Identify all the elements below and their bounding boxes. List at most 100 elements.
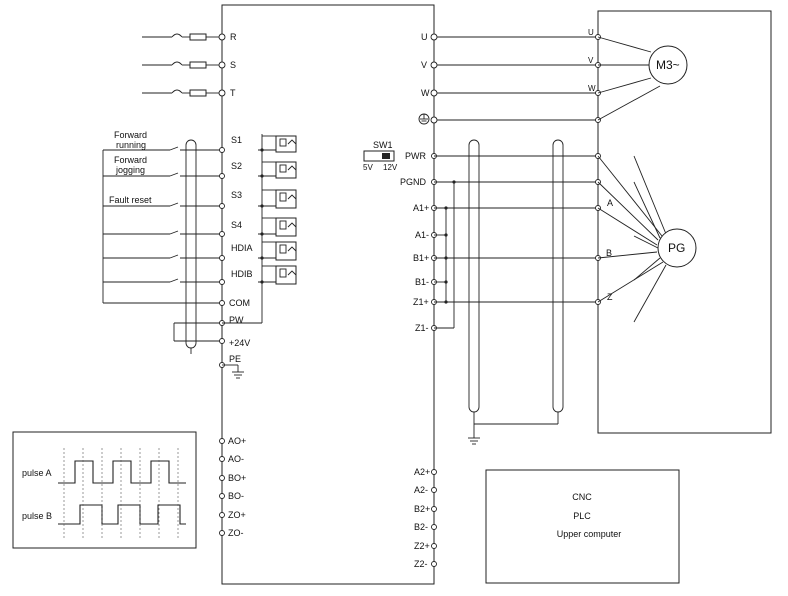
label-s: S — [230, 60, 236, 70]
motor-phase-u: U — [588, 28, 594, 37]
motor-phase-v: V — [588, 56, 594, 65]
terminal-s1 — [219, 147, 225, 153]
optocoupler-s1 — [258, 135, 297, 153]
terminal-bo-minus — [219, 493, 225, 499]
label-z1-minus: Z1- — [415, 323, 429, 333]
digital-input-terminals: S1 S2 S3 S4 HDIA HDIB COM PW +24V PE — [219, 135, 253, 379]
optocoupler-s2 — [258, 161, 297, 179]
motor-symbol — [648, 45, 688, 85]
label-forward-running-2: running — [116, 140, 146, 150]
terminal-bo-plus — [219, 475, 225, 481]
terminal-s2 — [219, 173, 225, 179]
label-b1-minus: B1- — [415, 277, 429, 287]
terminal-ground — [430, 116, 438, 124]
terminal-w — [430, 89, 438, 97]
label-s3: S3 — [231, 190, 242, 200]
label-z1-plus: Z1+ — [413, 297, 429, 307]
power-input-group: R S T — [142, 32, 237, 98]
label-bo-minus: BO- — [228, 491, 244, 501]
optocoupler-group — [222, 134, 297, 324]
pulse-chart-frame — [12, 431, 197, 549]
label-z2-plus: Z2+ — [414, 541, 430, 551]
inverter-box — [221, 4, 435, 585]
label-24v: +24V — [229, 338, 250, 348]
terminal-zo-plus — [219, 512, 225, 518]
label-b2-plus: B2+ — [414, 504, 430, 514]
pg-output-terminals: A2+ A2- B2+ B2- Z2+ Z2- — [414, 467, 437, 569]
pg-shield-cable-2 — [552, 139, 564, 413]
terminal-hdib — [219, 279, 225, 285]
switch-slider — [382, 153, 390, 159]
terminal-v — [430, 61, 438, 69]
controller-plc: PLC — [573, 511, 591, 521]
label-a2-minus: A2- — [414, 485, 428, 495]
label-fault-reset: Fault reset — [109, 195, 152, 205]
optocoupler-s3 — [258, 189, 297, 209]
terminal-24v — [219, 338, 225, 344]
label-u: U — [421, 32, 428, 42]
terminal-u — [430, 33, 438, 41]
switch-body — [363, 150, 395, 162]
controller-frame — [485, 469, 680, 584]
ground-icon — [418, 113, 430, 125]
motor-phase-w: W — [588, 84, 596, 93]
label-pw: PW — [229, 315, 244, 325]
terminal-a2-minus — [431, 487, 437, 493]
power-line-s — [142, 61, 222, 69]
label-b1-plus: B1+ — [413, 253, 429, 263]
power-line-t — [142, 89, 222, 97]
label-w: W — [421, 88, 430, 98]
label-a2-plus: A2+ — [414, 467, 430, 477]
analog-output-terminals: AO+ AO- BO+ BO- ZO+ ZO- — [219, 436, 246, 538]
label-pwr: PWR — [405, 151, 426, 161]
label-r: R — [230, 32, 237, 42]
label-s2: S2 — [231, 161, 242, 171]
motor-label: M3~ — [656, 58, 680, 72]
optocoupler-s4 — [258, 217, 297, 237]
label-pulse-a: pulse A — [22, 468, 52, 478]
label-hdib: HDIB — [231, 269, 253, 279]
terminal-s — [218, 61, 226, 69]
terminal-ao-minus — [219, 456, 225, 462]
terminal-t — [218, 89, 226, 97]
terminal-a2-plus — [431, 469, 437, 475]
label-sw1: SW1 — [373, 140, 393, 150]
label-pe: PE — [229, 354, 241, 364]
encoder-signal-b: B — [606, 248, 612, 258]
label-5v: 5V — [363, 163, 373, 172]
motor-connections: U V W M3~ — [588, 28, 688, 123]
label-12v: 12V — [383, 163, 398, 172]
label-v: V — [421, 60, 427, 70]
optocoupler-hdia — [258, 241, 297, 261]
label-zo-plus: ZO+ — [228, 510, 246, 520]
label-b2-minus: B2- — [414, 522, 428, 532]
power-line-r — [142, 33, 222, 41]
optocoupler-hdib — [258, 265, 297, 285]
label-ao-minus: AO- — [228, 454, 244, 464]
controller-upper-computer: Upper computer — [557, 529, 622, 539]
motor-output-group: U V W — [418, 32, 598, 125]
label-com: COM — [229, 298, 250, 308]
label-zo-minus: ZO- — [228, 528, 244, 538]
motor-enclosure — [597, 10, 772, 434]
label-a1-minus: A1- — [415, 230, 429, 240]
label-t: T — [230, 88, 236, 98]
label-forward-jogging-1: Forward — [114, 155, 147, 165]
label-pulse-b: pulse B — [22, 511, 52, 521]
label-ao-plus: AO+ — [228, 436, 246, 446]
terminal-s3 — [219, 203, 225, 209]
switch-sw1: SW1 5V 12V — [363, 140, 398, 172]
encoder-symbol — [657, 228, 697, 268]
label-pgnd: PGND — [400, 177, 427, 187]
terminal-z2-plus — [431, 543, 437, 549]
terminal-hdia — [219, 255, 225, 261]
encoder-group: A B Z PG — [595, 153, 697, 323]
encoder-label: PG — [668, 241, 685, 255]
digital-input-wiring: Forward running Forward jogging Fault re… — [102, 130, 222, 354]
terminal-zo-minus — [219, 530, 225, 536]
label-s1: S1 — [231, 135, 242, 145]
terminal-s4 — [219, 231, 225, 237]
label-a1-plus: A1+ — [413, 203, 429, 213]
terminal-ao-plus — [219, 438, 225, 444]
